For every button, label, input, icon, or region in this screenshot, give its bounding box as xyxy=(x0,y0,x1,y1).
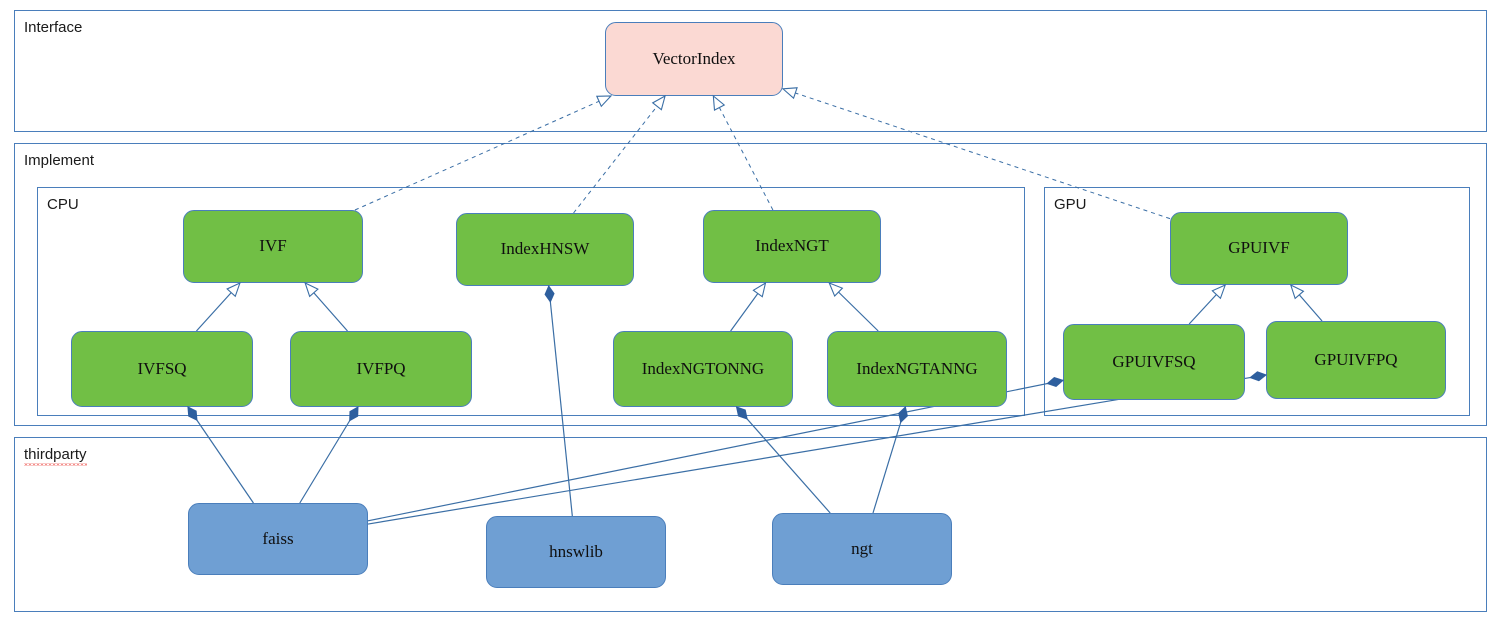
node-gpuivf[interactable]: GPUIVF xyxy=(1170,212,1348,285)
node-gpuivfsq[interactable]: GPUIVFSQ xyxy=(1063,324,1245,400)
node-indexngtanng[interactable]: IndexNGTANNG xyxy=(827,331,1007,407)
group-label-gpu: GPU xyxy=(1054,196,1087,213)
group-label-implement: Implement xyxy=(24,152,95,169)
node-indexngtonng[interactable]: IndexNGTONNG xyxy=(613,331,793,407)
node-indexhnsw[interactable]: IndexHNSW xyxy=(456,213,634,286)
node-ivf[interactable]: IVF xyxy=(183,210,363,283)
group-label-thirdparty: thirdparty xyxy=(24,446,87,466)
group-label-cpu: CPU xyxy=(47,196,79,213)
node-hnswlib[interactable]: hnswlib xyxy=(486,516,666,588)
node-gpuivfpq[interactable]: GPUIVFPQ xyxy=(1266,321,1446,399)
group-label-interface: Interface xyxy=(24,19,83,36)
node-ivfsq[interactable]: IVFSQ xyxy=(71,331,253,407)
node-vectorindex[interactable]: VectorIndex xyxy=(605,22,783,96)
node-ivfpq[interactable]: IVFPQ xyxy=(290,331,472,407)
node-ngt[interactable]: ngt xyxy=(772,513,952,585)
node-faiss[interactable]: faiss xyxy=(188,503,368,575)
node-indexngt[interactable]: IndexNGT xyxy=(703,210,881,283)
